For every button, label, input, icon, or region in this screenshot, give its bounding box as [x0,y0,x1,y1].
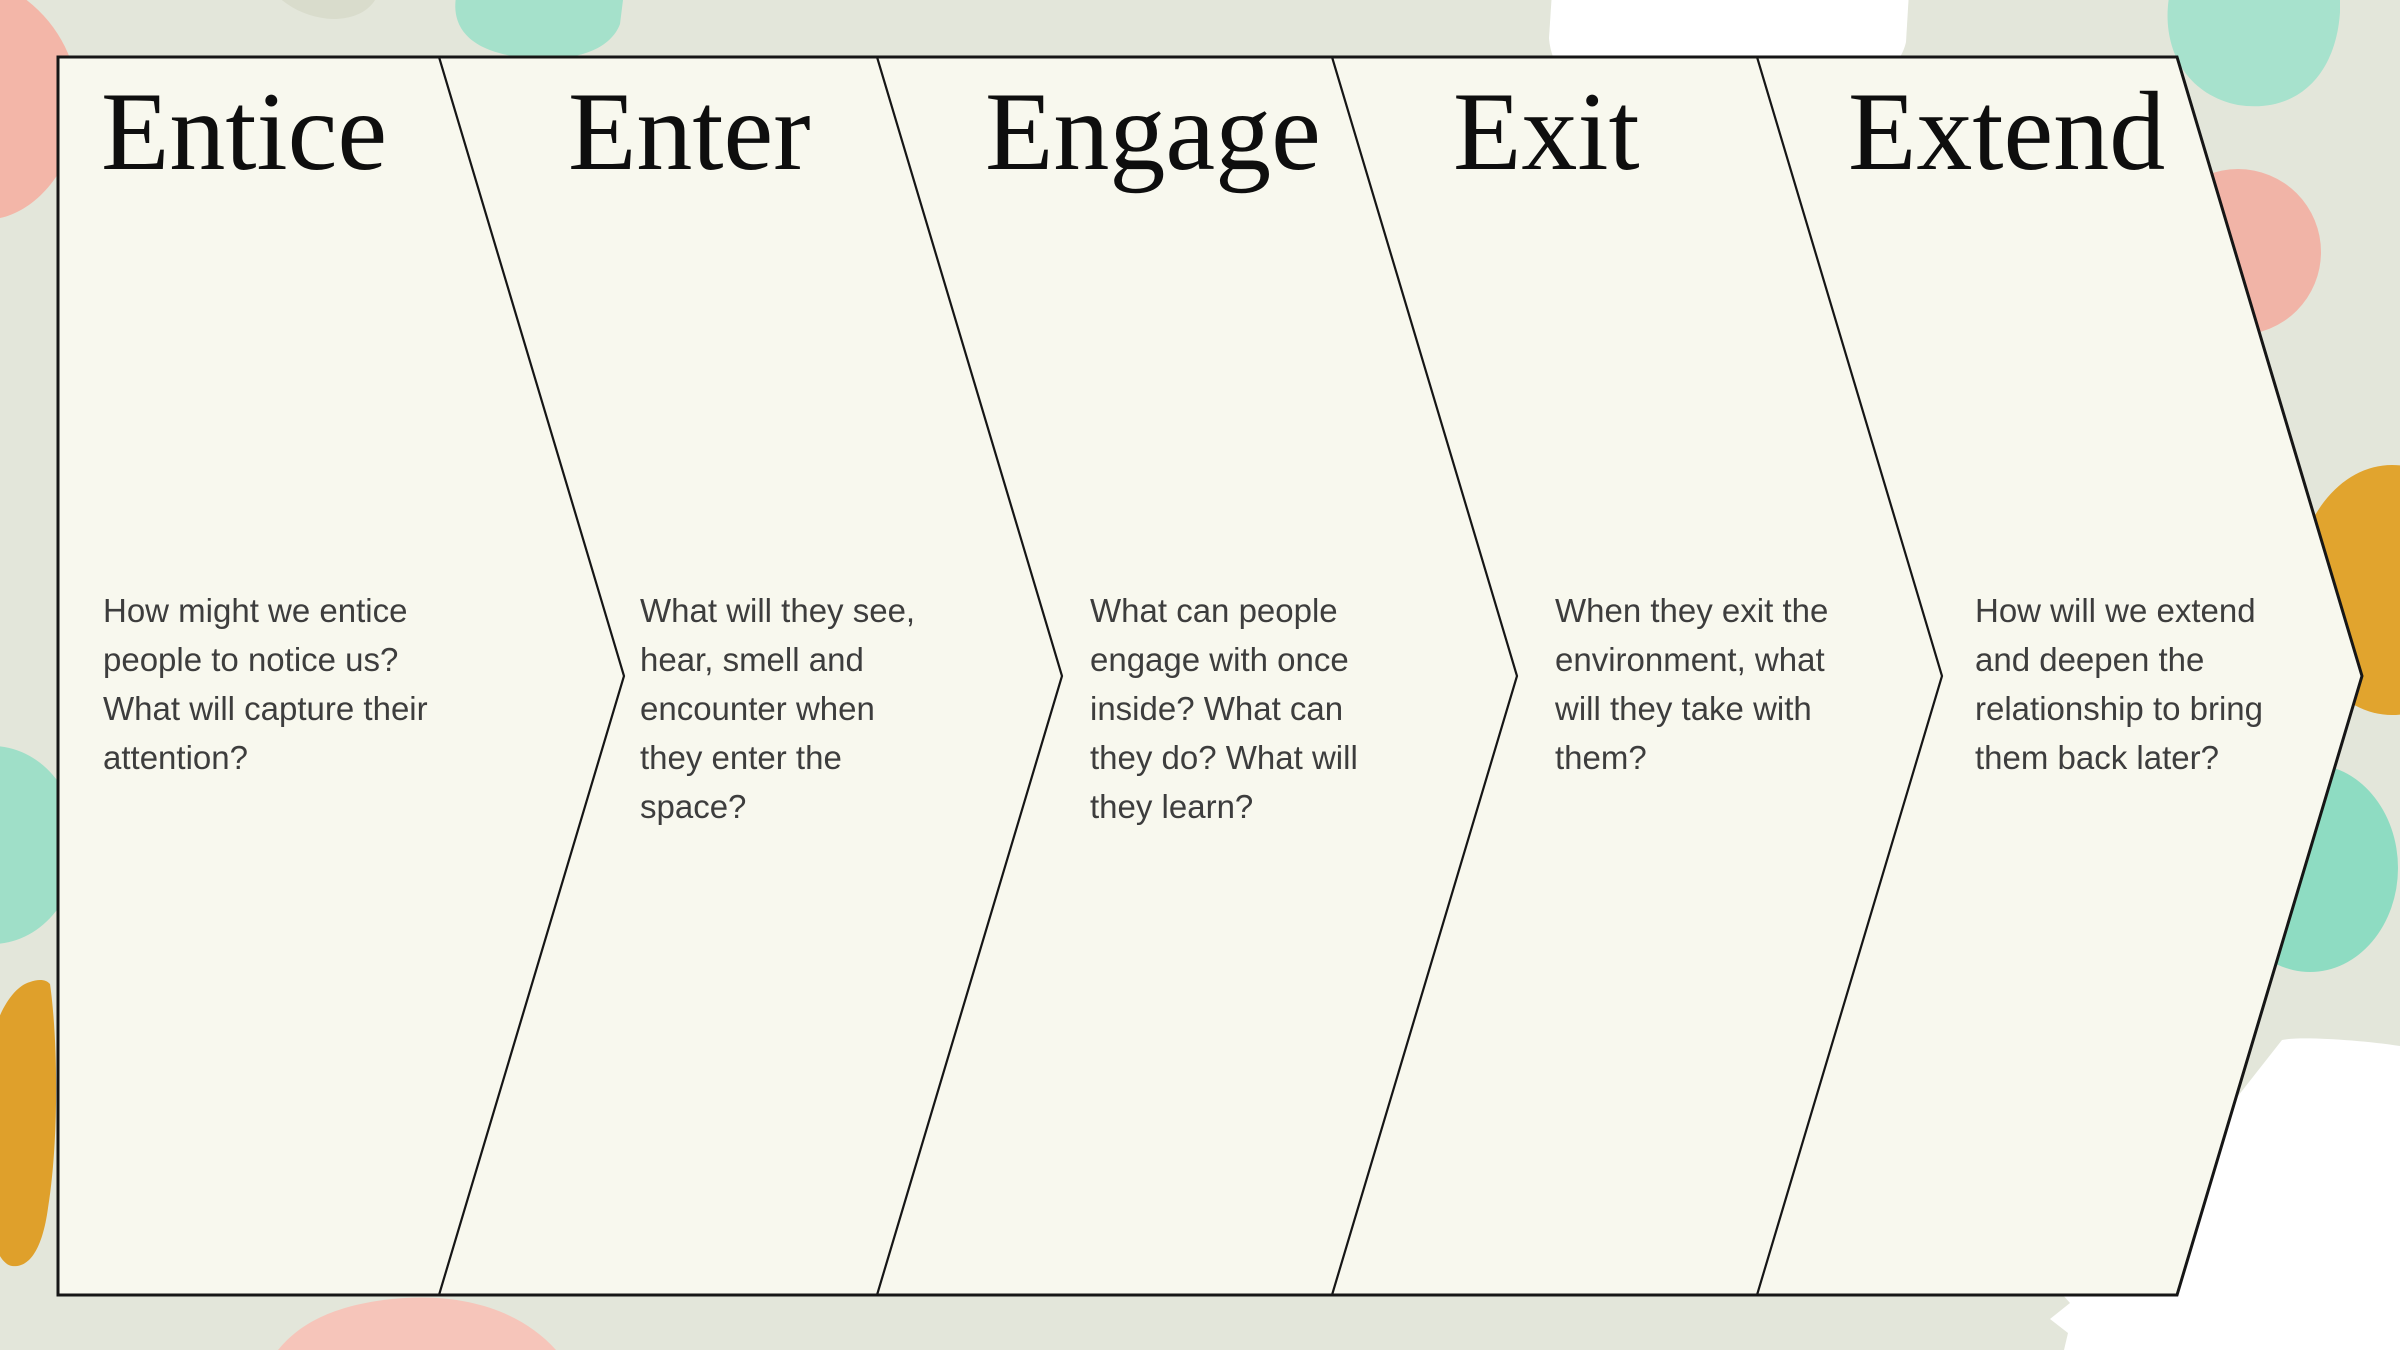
stage-title-entice: Entice [101,70,388,194]
stage-title-engage: Engage [985,70,1321,194]
divider-enter-engage [875,56,1064,1296]
mint-blob-top [455,0,623,59]
stage-description-enter: What will they see, hear, smell and enco… [640,592,916,825]
stage-title-exit: Exit [1453,70,1640,194]
divider-engage-exit [1330,56,1519,1296]
stage-title-extend: Extend [1848,70,2166,194]
stage-title-enter: Enter [568,70,811,194]
stage-description-entice: How might we entice people to notice us?… [103,592,428,776]
chevron-shape-enter [439,57,1062,1295]
stage-description-exit: When they exit the environment, what wil… [1555,592,1829,776]
chevron-panels [56,55,2364,1297]
divider-exit-extend [1755,56,1944,1296]
stage-description-extend: How will we extend and deepen the relati… [1975,592,2264,776]
divider-entice-enter [437,56,626,1296]
mustard-blob-left [0,979,57,1267]
stage-description-engage: What can people engage with once inside?… [1090,592,1358,825]
chevron-shape-extend [1757,57,2362,1295]
journey-map-outline [56,55,2364,1297]
pale-leaf-blob-top [260,0,380,19]
chevron-shape-entice [58,57,624,1295]
mint-blob-top-right [2167,0,2340,107]
chevron-shape-engage [877,57,1517,1295]
salmon-blob-bottom [278,1297,556,1350]
chevron-shape-exit [1332,57,1942,1295]
